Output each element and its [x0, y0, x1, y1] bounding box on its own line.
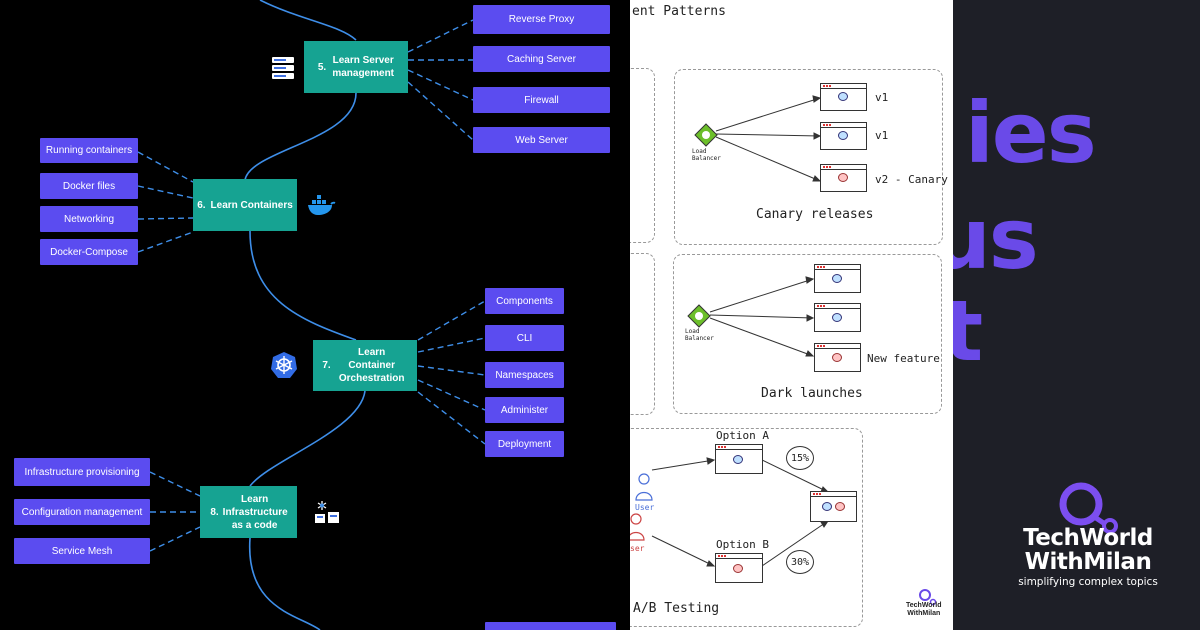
dark-title: Dark launches	[761, 386, 863, 401]
item-service-mesh: Service Mesh	[14, 538, 150, 564]
mini-logo-line2: WithMilan	[907, 610, 941, 617]
item-infrastructure-provisioning: Infrastructure provisioning	[14, 458, 150, 486]
step8-node: 8. Learn Infrastructure as a code	[200, 486, 297, 538]
brand-logo-line1: TechWorld	[1023, 525, 1153, 551]
pct-a-badge: 15%	[786, 446, 814, 470]
option-b-window	[715, 553, 763, 583]
dark-window-b	[814, 303, 861, 332]
step7-node: 7. Learn Container Orchestration	[313, 340, 417, 391]
dark-lb-label: Load Balancer	[685, 328, 714, 342]
next-item-box	[485, 622, 616, 630]
item-components: Components	[485, 288, 564, 314]
canary-v2-label: v2 - Canary	[875, 173, 948, 186]
mini-logo-line1: TechWorld	[906, 602, 942, 609]
load-balancer-icon-2	[687, 304, 711, 328]
kubernetes-helm-icon	[271, 352, 297, 378]
user-b-label: ser	[630, 544, 645, 553]
docker-whale-icon	[308, 195, 336, 215]
item-docker-files: Docker files	[40, 173, 138, 199]
option-a-window	[715, 444, 763, 474]
canary-v1-label-b: v1	[875, 129, 889, 142]
path-out-step8	[249, 537, 321, 630]
step5-label: Learn Server management	[332, 55, 395, 79]
pct-b-badge: 30%	[786, 550, 814, 574]
infra-code-icon	[315, 501, 339, 523]
ab-title: A/B Testing	[633, 601, 720, 616]
canary-v1-window-b	[820, 122, 867, 150]
step5-number: 5.	[317, 61, 327, 73]
item-configuration-management: Configuration management	[14, 499, 150, 525]
user-b-icon	[630, 513, 645, 541]
item-deployment: Deployment	[485, 431, 564, 457]
canary-card	[674, 69, 943, 245]
step6-label: Learn Containers	[210, 199, 293, 211]
patterns-title: ent Patterns	[632, 4, 726, 19]
dark-launch-card	[673, 254, 942, 414]
item-cli: CLI	[485, 325, 564, 351]
big-title-fragment-3: t	[953, 282, 983, 380]
dark-feature-label: New feature	[867, 352, 940, 365]
path-into-step5	[259, 0, 357, 41]
path-5-to-6	[244, 92, 357, 181]
option-b-label: Option B	[716, 538, 769, 551]
user-a-label: User	[635, 503, 655, 512]
big-title-fragment-1: ies	[965, 84, 1097, 182]
option-a-label: Option A	[716, 429, 769, 442]
user-a-icon	[635, 473, 653, 501]
ab-testing-card	[630, 428, 863, 627]
item-web-server: Web Server	[473, 127, 610, 153]
item-caching-server: Caching Server	[473, 46, 610, 72]
load-balancer-icon	[694, 123, 718, 147]
big-title-fragment-2: us	[953, 190, 1039, 288]
canary-v1-window-a	[820, 83, 867, 111]
brand-logo-mark-icon	[1059, 482, 1118, 534]
brand-logo-text: TechWorld WithMilan	[1013, 526, 1163, 574]
brand-panel: ies us t TechWorld WithMilan simplifying…	[953, 0, 1200, 630]
pattern-arrows	[651, 95, 830, 567]
dark-window-feature	[814, 343, 861, 372]
server-rack-icon	[272, 57, 294, 79]
canary-v2-window	[820, 164, 867, 192]
ab-result-window	[810, 491, 857, 522]
brand-logo-line2: WithMilan	[1024, 549, 1152, 575]
mini-logo-mark-icon	[919, 589, 937, 606]
cut-off-card-2	[630, 253, 655, 415]
step7-label: Learn Container Orchestration	[338, 347, 405, 384]
item-reverse-proxy: Reverse Proxy	[473, 5, 610, 34]
deployment-patterns-panel: ent Patterns Load Balancer	[630, 0, 953, 630]
path-7-to-8	[249, 390, 366, 487]
item-networking: Networking	[40, 206, 138, 232]
step6-number: 6.	[197, 199, 206, 211]
item-firewall: Firewall	[473, 87, 610, 113]
path-6-to-7	[249, 230, 357, 341]
item-docker-compose: Docker-Compose	[40, 239, 138, 265]
brand-tagline: simplifying complex topics	[1018, 576, 1158, 588]
dark-window-a	[814, 264, 861, 293]
item-administer: Administer	[485, 397, 564, 423]
step6-node: 6. Learn Containers	[193, 179, 297, 231]
roadmap-connectors	[137, 0, 486, 630]
step7-number: 7.	[322, 360, 331, 371]
roadmap-panel: 5. Learn Server management Reverse Proxy…	[14, 0, 616, 630]
cut-off-card-1	[630, 68, 655, 243]
item-namespaces: Namespaces	[485, 362, 564, 388]
canary-lb-label: Load Balancer	[692, 148, 721, 162]
step8-label: Learn Infrastructure as a code	[222, 493, 288, 531]
canary-title: Canary releases	[756, 207, 874, 222]
item-running-containers: Running containers	[40, 138, 138, 163]
step8-number: 8.	[210, 506, 219, 518]
mini-logo: TechWorld WithMilan	[906, 602, 942, 618]
canary-v1-label-a: v1	[875, 91, 889, 104]
step5-node: 5. Learn Server management	[304, 41, 408, 93]
